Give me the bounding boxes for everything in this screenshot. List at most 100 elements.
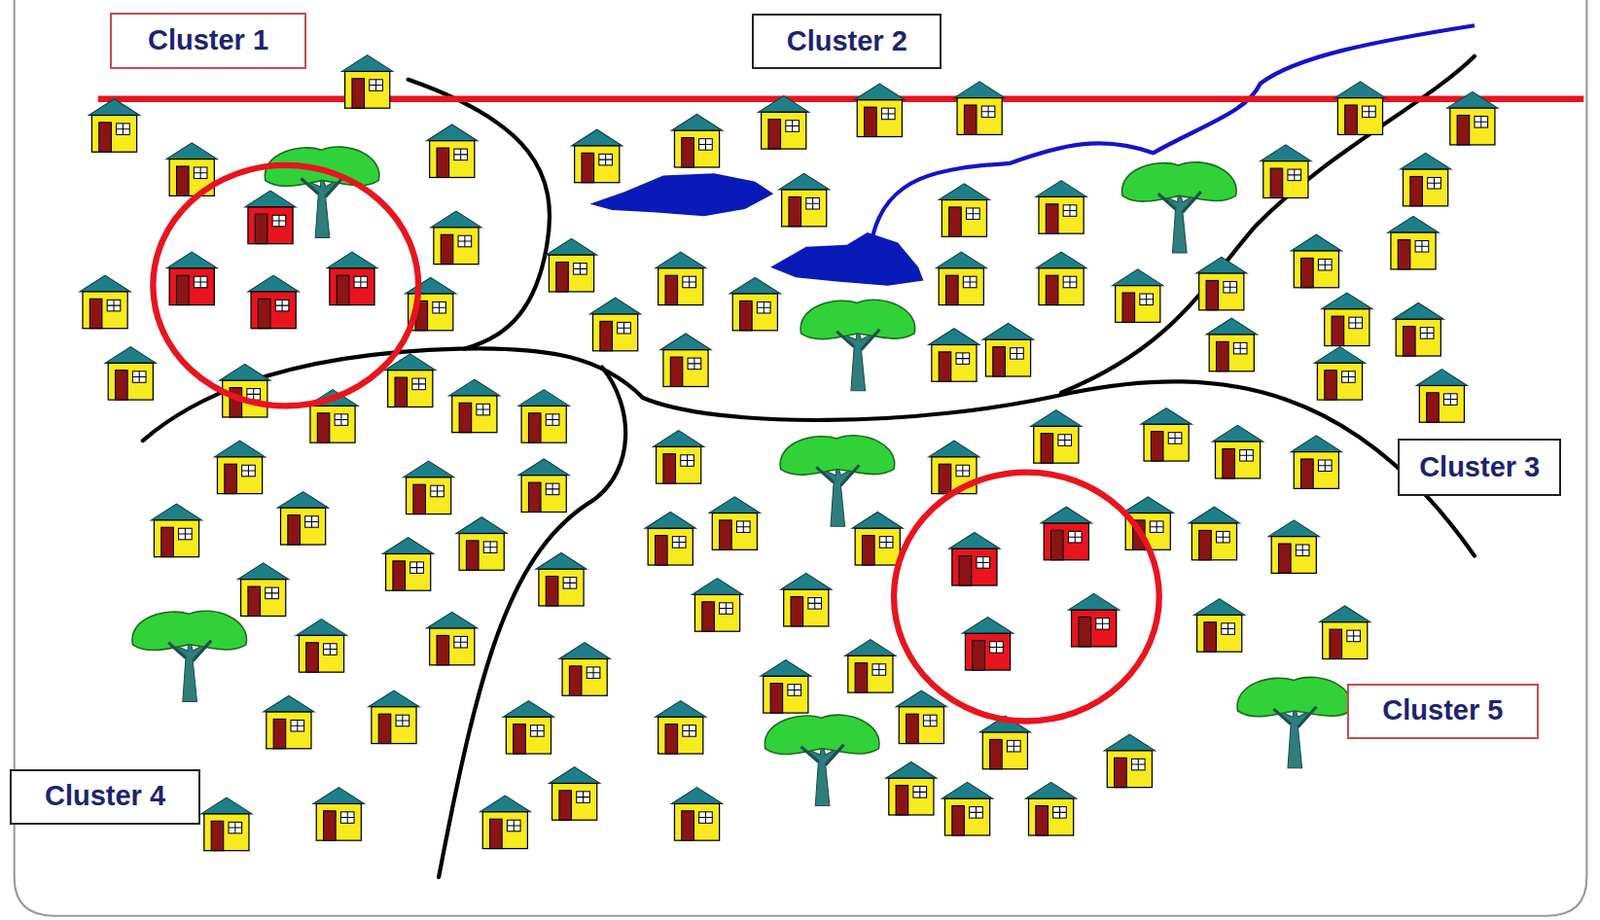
house-roof xyxy=(105,347,156,364)
house xyxy=(548,767,600,821)
boundaries xyxy=(142,56,1475,878)
window-bars xyxy=(687,357,702,370)
window-bars xyxy=(1168,432,1182,445)
house-door xyxy=(392,561,406,591)
house-roof xyxy=(655,251,707,269)
house-door xyxy=(1331,316,1345,346)
house-roof xyxy=(237,563,288,580)
house-door xyxy=(1279,543,1292,573)
house-window xyxy=(672,536,686,549)
house-window xyxy=(432,301,447,314)
window-bars xyxy=(395,714,410,727)
house-door xyxy=(1324,370,1338,400)
house xyxy=(326,251,378,306)
window-bars xyxy=(410,562,425,574)
house-window xyxy=(1096,618,1110,631)
house-window xyxy=(531,725,545,738)
house-wall xyxy=(848,655,893,693)
house-door xyxy=(115,370,129,400)
house-window xyxy=(913,786,927,799)
house-wall xyxy=(952,548,997,586)
house xyxy=(961,617,1013,672)
house-roof xyxy=(1318,605,1370,623)
house-wall xyxy=(266,711,312,749)
house-roof xyxy=(219,363,271,381)
house-door xyxy=(895,785,909,816)
house-door xyxy=(99,122,112,152)
house-roof xyxy=(954,81,1005,99)
cluster-label-box: Cluster 2 xyxy=(751,13,942,71)
house xyxy=(426,611,478,666)
house-wall xyxy=(674,130,719,168)
house-door xyxy=(1301,459,1315,489)
house xyxy=(105,347,156,401)
house-door xyxy=(273,718,286,748)
window-bars xyxy=(913,786,927,799)
house-roof xyxy=(248,275,299,292)
house-window xyxy=(545,414,560,427)
house-door xyxy=(768,119,782,149)
house-wall xyxy=(656,446,702,484)
house-window xyxy=(1347,630,1361,642)
house-door xyxy=(993,347,1006,377)
house xyxy=(757,96,809,150)
house-roof xyxy=(201,797,252,815)
house xyxy=(1035,180,1087,235)
house-wall xyxy=(1029,798,1074,836)
window-bars xyxy=(1347,630,1361,642)
window-bars xyxy=(719,603,734,615)
house-wall xyxy=(521,475,567,513)
house-door xyxy=(655,535,669,566)
house-roof xyxy=(1399,152,1451,170)
window-bars xyxy=(1295,544,1310,557)
house xyxy=(935,251,987,306)
house-wall xyxy=(1293,452,1339,490)
house-window xyxy=(454,148,468,161)
house xyxy=(150,503,202,558)
house xyxy=(545,238,597,292)
window-bars xyxy=(956,464,970,477)
house-window xyxy=(1006,740,1021,752)
tree-canopy xyxy=(132,610,248,650)
cluster-label-box: Cluster 1 xyxy=(109,12,306,71)
tree-branch xyxy=(816,464,859,486)
house xyxy=(652,430,704,485)
house xyxy=(237,563,288,617)
house-wall xyxy=(931,457,977,495)
house-door xyxy=(681,138,695,168)
window-bars xyxy=(563,577,577,590)
tree-trunk xyxy=(1158,187,1202,253)
house xyxy=(1196,256,1247,311)
house-window xyxy=(1058,434,1072,447)
house-roof xyxy=(778,173,829,190)
house-wall xyxy=(1208,334,1254,372)
house-door xyxy=(528,413,541,443)
window-bars xyxy=(1240,450,1254,463)
house-wall xyxy=(429,628,475,666)
frame xyxy=(14,0,1588,917)
window-bars xyxy=(808,598,822,610)
house-door xyxy=(963,105,977,135)
window-bars xyxy=(1006,740,1021,752)
house xyxy=(1290,435,1342,490)
house-door xyxy=(665,724,678,754)
house-door xyxy=(854,663,868,693)
house-window xyxy=(454,636,468,648)
window-bars xyxy=(483,541,498,554)
house-wall xyxy=(298,635,344,673)
house-door xyxy=(248,586,261,616)
window-bars xyxy=(305,516,320,529)
house-window xyxy=(990,641,1004,654)
house-door xyxy=(161,527,175,557)
boundary-line xyxy=(142,348,1475,556)
house-window xyxy=(808,598,822,610)
house-window xyxy=(545,483,560,496)
house-door xyxy=(1222,448,1236,478)
house-door xyxy=(938,352,952,382)
house-window xyxy=(228,821,243,834)
house-wall xyxy=(248,207,293,245)
house-wall xyxy=(241,579,286,617)
house-window xyxy=(193,167,208,179)
house-wall xyxy=(1324,309,1370,347)
window-bars xyxy=(736,521,750,534)
